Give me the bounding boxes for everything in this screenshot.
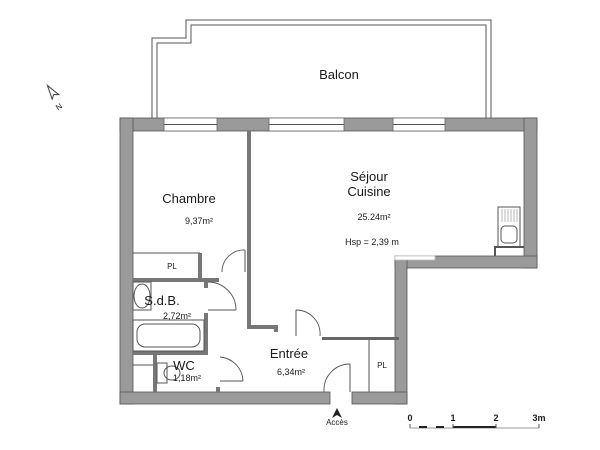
balcony-railing bbox=[151, 19, 492, 118]
scale-tick-1: 1 bbox=[450, 413, 455, 423]
room-area-entree: 6,34m² bbox=[277, 367, 305, 377]
scale-tick-3: 3m bbox=[532, 413, 545, 423]
interior-walls bbox=[133, 131, 399, 392]
north-arrow-icon bbox=[46, 83, 61, 101]
closet-label-2: PL bbox=[377, 361, 387, 370]
access-arrow-icon bbox=[332, 408, 342, 418]
room-area-sejour: 25.24m² bbox=[357, 212, 390, 222]
room-area-wc: 1,18m² bbox=[173, 373, 201, 383]
ceiling-height: Hsp = 2,39 m bbox=[345, 237, 399, 247]
closet-label-1: PL bbox=[167, 262, 177, 271]
room-area-sdb: 2,72m² bbox=[163, 311, 191, 321]
compass-label: N bbox=[54, 101, 64, 112]
room-area-chambre: 9,37m² bbox=[185, 216, 213, 226]
bathtub-icon bbox=[136, 323, 201, 348]
room-label-cuisine: Cuisine bbox=[347, 184, 390, 199]
room-label-chambre: Chambre bbox=[162, 191, 215, 206]
windows bbox=[163, 117, 446, 261]
room-label-balcon: Balcon bbox=[319, 67, 359, 82]
toilet-icon bbox=[163, 365, 181, 381]
access-label: Accès bbox=[326, 418, 348, 427]
scale-bar: 0 1 2 3m bbox=[407, 413, 546, 429]
doors bbox=[207, 249, 351, 393]
room-label-sdb: S.d.B. bbox=[144, 293, 179, 308]
room-label-wc: WC bbox=[173, 358, 195, 373]
washbasin-icon bbox=[133, 283, 151, 309]
scale-tick-0: 0 bbox=[407, 413, 412, 423]
room-label-entree: Entrée bbox=[270, 346, 308, 361]
fixtures bbox=[132, 206, 524, 384]
scale-tick-2: 2 bbox=[493, 413, 498, 423]
room-label-sejour: Séjour bbox=[350, 169, 388, 184]
